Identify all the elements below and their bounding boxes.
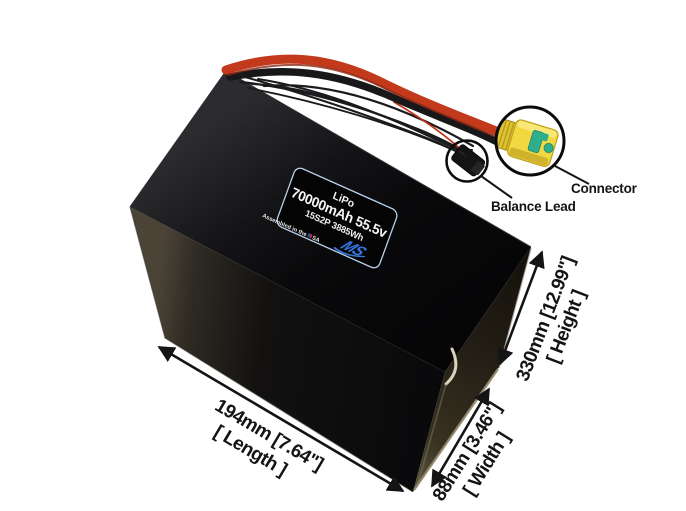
balance-lead-callout-line <box>480 175 513 199</box>
sticker-border <box>276 167 398 269</box>
balance-plug-seam <box>458 150 468 158</box>
battery-sticker: LiPo 70000mAh 55.5v 15S2P 3885Wh Assembl… <box>261 167 398 269</box>
connector-callout-circle <box>494 105 566 177</box>
main-red-wire-shade <box>227 63 505 141</box>
height-dimension-arrow <box>497 250 545 366</box>
connector-top-highlight <box>517 120 557 138</box>
balance-lead-callout-label: Balance Lead <box>491 199 576 214</box>
connector-latch-arm <box>541 133 549 142</box>
connector-callout-label: Connector <box>571 181 638 196</box>
balance-lead-plug <box>451 144 486 177</box>
length-dimension-arrow <box>157 345 405 493</box>
wire-bundle <box>221 54 511 159</box>
main-red-wire <box>221 54 511 140</box>
main-connector <box>494 119 559 168</box>
box-corner-highlight <box>444 347 458 386</box>
balance-wire-strand <box>262 84 475 148</box>
us-flag-icon <box>307 232 311 238</box>
balance-wire-strand <box>247 87 459 153</box>
main-black-wire <box>226 67 507 149</box>
balance-lead-callout-circle <box>445 139 489 183</box>
width-dimension-arrow <box>430 387 491 488</box>
connector-latch-dot <box>543 142 554 153</box>
brand-logo-swoosh <box>333 246 366 258</box>
balance-wire-strand <box>257 78 463 153</box>
us-flag-icon-stripes <box>309 233 313 239</box>
connector-latch <box>527 129 545 154</box>
assembled-suffix: SA <box>311 235 321 244</box>
connector-callout-line <box>554 165 590 185</box>
connector-cap-ridges <box>497 120 515 151</box>
balance-plug-tip <box>471 161 485 175</box>
height-dimension-text: 330mm [12.99"] [ Height ] <box>512 254 589 385</box>
connector-bottom-shade <box>509 147 549 166</box>
